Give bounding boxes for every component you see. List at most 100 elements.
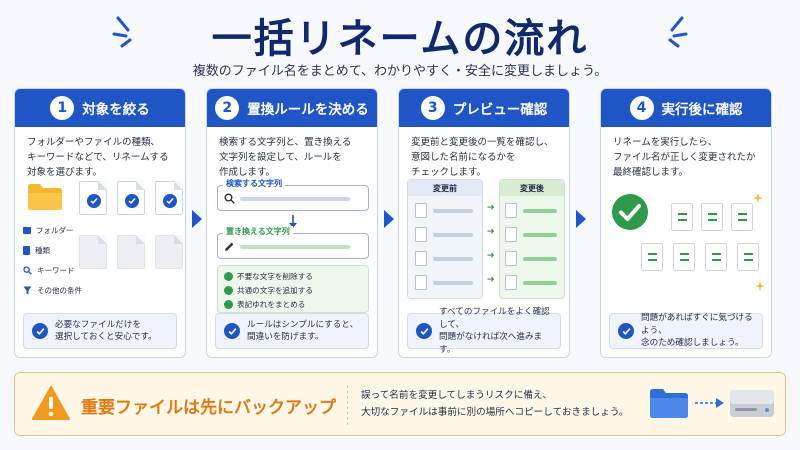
tip-text: ルールはシンプルにすると、 間違いを防げます。 [247,319,359,343]
step-card-2: 2 置換ルールを決める 検索する文字列と、置き換える 文字列を設定して、ルールを… [206,88,378,358]
filename-bar [523,281,557,285]
file-icon [505,227,517,242]
renamed-file-icon [731,203,753,231]
sparkle-icon [755,281,765,291]
left-sparkle-icon [112,16,132,48]
after-header: 変更後 [500,180,564,196]
check-circle-icon [224,299,233,309]
step-description: 変更前と変更後の一覧を確認し、 意図した名前になるかを チェックします。 [411,137,554,178]
rule-list: 不要な文字を削除する 共通の文字を追加する 表記ゆれをまとめる [217,265,369,313]
filename-bar [433,281,473,285]
step-header: 1 対象を絞る [15,89,185,127]
success-check-icon [612,194,648,230]
replace-string-label: 置き換える文字列 [223,226,293,237]
unselected-file-icon [117,235,145,269]
step-card-4: 4 実行後に確認 リネームを実行したら、 ファイル名が正しく変更されたか 最終確… [600,88,772,358]
arrow-right-icon: ➜ [487,227,495,237]
step-card-1: 1 対象を絞る フォルダーやファイルの種類、 キーワードなどで、リネームする 対… [14,88,186,358]
step-tip: 必要なファイルだけを 選択しておくと安心です。 [23,313,177,349]
file-icon [505,275,517,290]
filter-label: 種類 [35,246,50,255]
renamed-file-icon [641,243,663,271]
step-tip: すべてのファイルをよく確認して、 問題がなければ次へ進みます。 [407,307,561,355]
replace-string-field[interactable] [217,233,369,259]
check-circle-icon [618,323,634,339]
folder-small-icon [23,227,31,234]
arrow-right-icon: ➜ [487,251,495,261]
search-icon [224,193,235,204]
backup-text: 誤って名前を変更してしまうリスクに備え、 大切なファイルは事前に別の場所へコピー… [361,390,629,418]
flow-arrow-icon [192,210,202,228]
hard-drive-icon [730,390,774,417]
filter-label: キーワード [37,266,75,275]
rule-item: 不要な文字を削除する [218,269,368,283]
file-icon [415,251,427,266]
placeholder-bar [240,197,350,201]
arrow-right-icon: ➜ [487,275,495,285]
page-subtitle: 複数のファイル名をまとめて、わかりやすく・安全に変更しましょう。 [192,64,608,79]
rule-text: 表記ゆれをまとめる [237,299,306,309]
step-number: 3 [420,96,445,120]
filter-type: 種類 [23,245,50,256]
rule-text: 共通の文字を追加する [237,285,313,295]
copy-arrow-icon [695,398,724,408]
tip-text: 必要なファイルだけを 選択しておくと安心です。 [55,319,157,343]
backup-title: 重要ファイルは先にバックアップ [81,398,336,418]
selected-file-icon [79,181,107,215]
check-circle-icon [224,285,233,295]
step-header: 3 プレビュー確認 [399,89,569,127]
filter-keyword: キーワード [23,265,75,276]
backup-warning-banner: 重要ファイルは先にバックアップ 誤って名前を変更してしまうリスクに備え、 大切な… [14,372,786,436]
search-icon [23,266,32,275]
renamed-file-icon [737,243,759,271]
step-header: 4 実行後に確認 [601,89,771,127]
blue-folder-icon [650,389,688,418]
pencil-icon [225,242,234,251]
filename-bar [433,257,473,261]
renamed-file-icon [701,203,723,231]
check-circle-icon [32,323,48,339]
step-number: 1 [50,96,75,120]
filter-label: フォルダー [36,226,74,235]
filename-bar [523,209,557,213]
step-description: 検索する文字列と、置き換える 文字列を設定して、ルールを 作成します。 [219,137,352,178]
renamed-file-icon [705,243,727,271]
filename-bar [523,233,557,237]
selected-file-icon [117,181,145,215]
step-header: 2 置換ルールを決める [207,89,377,127]
page-title: 一括リネームの流れ [211,16,589,62]
flow-arrow-icon [384,210,394,228]
unselected-file-icon [79,235,107,269]
step-title: プレビュー確認 [452,102,548,118]
filter-label: その他の条件 [37,286,82,295]
check-circle-icon [416,323,432,339]
search-string-label: 検索する文字列 [223,178,285,189]
file-icon [415,275,427,290]
step-description: フォルダーやファイルの種類、 キーワードなどで、リネームする 対象を選びます。 [27,137,169,178]
step-tip: 問題があればすぐに気づけるよう、 念のため確認しましょう。 [609,313,763,349]
file-icon [505,203,517,218]
search-string-field[interactable] [217,185,369,211]
divider [347,385,348,425]
right-sparkle-icon [668,16,688,48]
selected-file-icon [155,181,183,215]
filename-bar [523,257,557,261]
step-number: 2 [215,96,240,120]
filter-folder: フォルダー [23,225,74,236]
rule-item: 共通の文字を追加する [218,283,368,297]
step-card-3: 3 プレビュー確認 変更前と変更後の一覧を確認し、 意図した名前になるかを チェ… [398,88,570,358]
arrow-right-icon: ➜ [487,203,495,213]
step-description: リネームを実行したら、 ファイル名が正しく変更されたか 最終確認します。 [613,137,756,178]
step-number: 4 [629,96,654,120]
renamed-file-icon [671,203,693,231]
arrow-down-icon [289,215,297,228]
warning-icon [32,386,70,420]
sparkle-icon [753,193,763,203]
tip-text: すべてのファイルをよく確認して、 問題がなければ次へ進みます。 [439,307,550,355]
step-title: 実行後に確認 [661,102,743,118]
before-header: 変更前 [408,180,482,196]
rule-item: 表記ゆれをまとめる [218,297,368,311]
flow-arrow-icon [576,210,586,228]
unselected-file-icon [155,235,183,269]
step-tip: ルールはシンプルにすると、 間違いを防げます。 [215,313,369,349]
